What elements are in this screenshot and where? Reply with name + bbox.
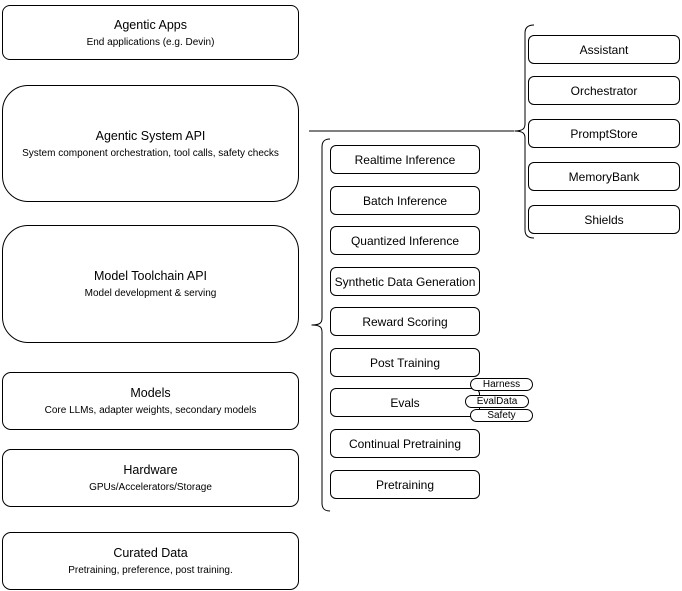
node-subtitle: Model development & serving [84, 288, 217, 299]
node-agentic-apps: Agentic Apps End applications (e.g. Devi… [2, 5, 299, 60]
node-subtitle: End applications (e.g. Devin) [86, 36, 215, 48]
component-orchestrator: Orchestrator [528, 76, 680, 105]
toolchain-item-post-training: Post Training [330, 348, 480, 377]
node-title: Agentic System API [95, 128, 206, 143]
node-models: Models Core LLMs, adapter weights, secon… [2, 372, 299, 430]
component-shields: Shields [528, 205, 680, 234]
component-memorybank: MemoryBank [528, 162, 680, 191]
node-curated-data: Curated Data Pretraining, preference, po… [2, 532, 299, 590]
toolchain-brace [311, 138, 331, 512]
node-title: Curated Data [113, 546, 188, 560]
node-title: Model Toolchain API [93, 269, 208, 283]
toolchain-item-continual-pretraining: Continual Pretraining [330, 429, 480, 458]
toolchain-item-evals: Evals [330, 388, 480, 417]
node-subtitle: GPUs/Accelerators/Storage [89, 482, 212, 493]
node-title: Agentic Apps [114, 17, 187, 32]
node-agentic-system-api: Agentic System API System component orch… [2, 85, 299, 202]
node-subtitle: Core LLMs, adapter weights, secondary mo… [44, 405, 257, 416]
component-promptstore: PromptStore [528, 119, 680, 148]
toolchain-item-pretraining: Pretraining [330, 470, 480, 499]
node-model-toolchain-api: Model Toolchain API Model development & … [2, 225, 299, 343]
toolchain-item-realtime-inference: Realtime Inference [330, 145, 480, 174]
toolchain-item-synthetic-data-generation: Synthetic Data Generation [330, 267, 480, 296]
toolchain-item-reward-scoring: Reward Scoring [330, 307, 480, 336]
node-subtitle: System component orchestration, tool cal… [22, 147, 279, 159]
node-hardware: Hardware GPUs/Accelerators/Storage [2, 449, 299, 507]
eval-tag-evaldata: EvalData [465, 395, 529, 408]
toolchain-item-batch-inference: Batch Inference [330, 186, 480, 215]
node-title: Models [130, 386, 171, 400]
node-subtitle: Pretraining, preference, post training. [68, 565, 233, 576]
node-title: Hardware [123, 463, 178, 477]
component-assistant: Assistant [528, 35, 680, 64]
eval-tag-harness: Harness [470, 378, 533, 391]
toolchain-item-quantized-inference: Quantized Inference [330, 226, 480, 255]
eval-tag-safety: Safety [470, 409, 533, 422]
